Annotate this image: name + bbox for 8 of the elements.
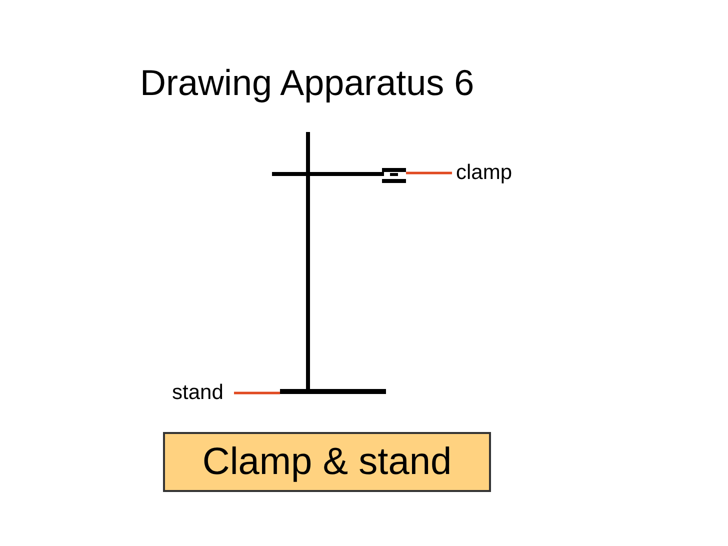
part-label: clamp <box>452 160 524 186</box>
stand-base <box>280 389 386 394</box>
leader-line <box>406 172 452 174</box>
leader-line <box>234 392 280 394</box>
title: Drawing Apparatus 6 <box>140 61 474 105</box>
part-label: stand <box>168 380 234 406</box>
clamp-drawing <box>382 167 406 184</box>
caption-box: Clamp & stand <box>163 432 491 492</box>
